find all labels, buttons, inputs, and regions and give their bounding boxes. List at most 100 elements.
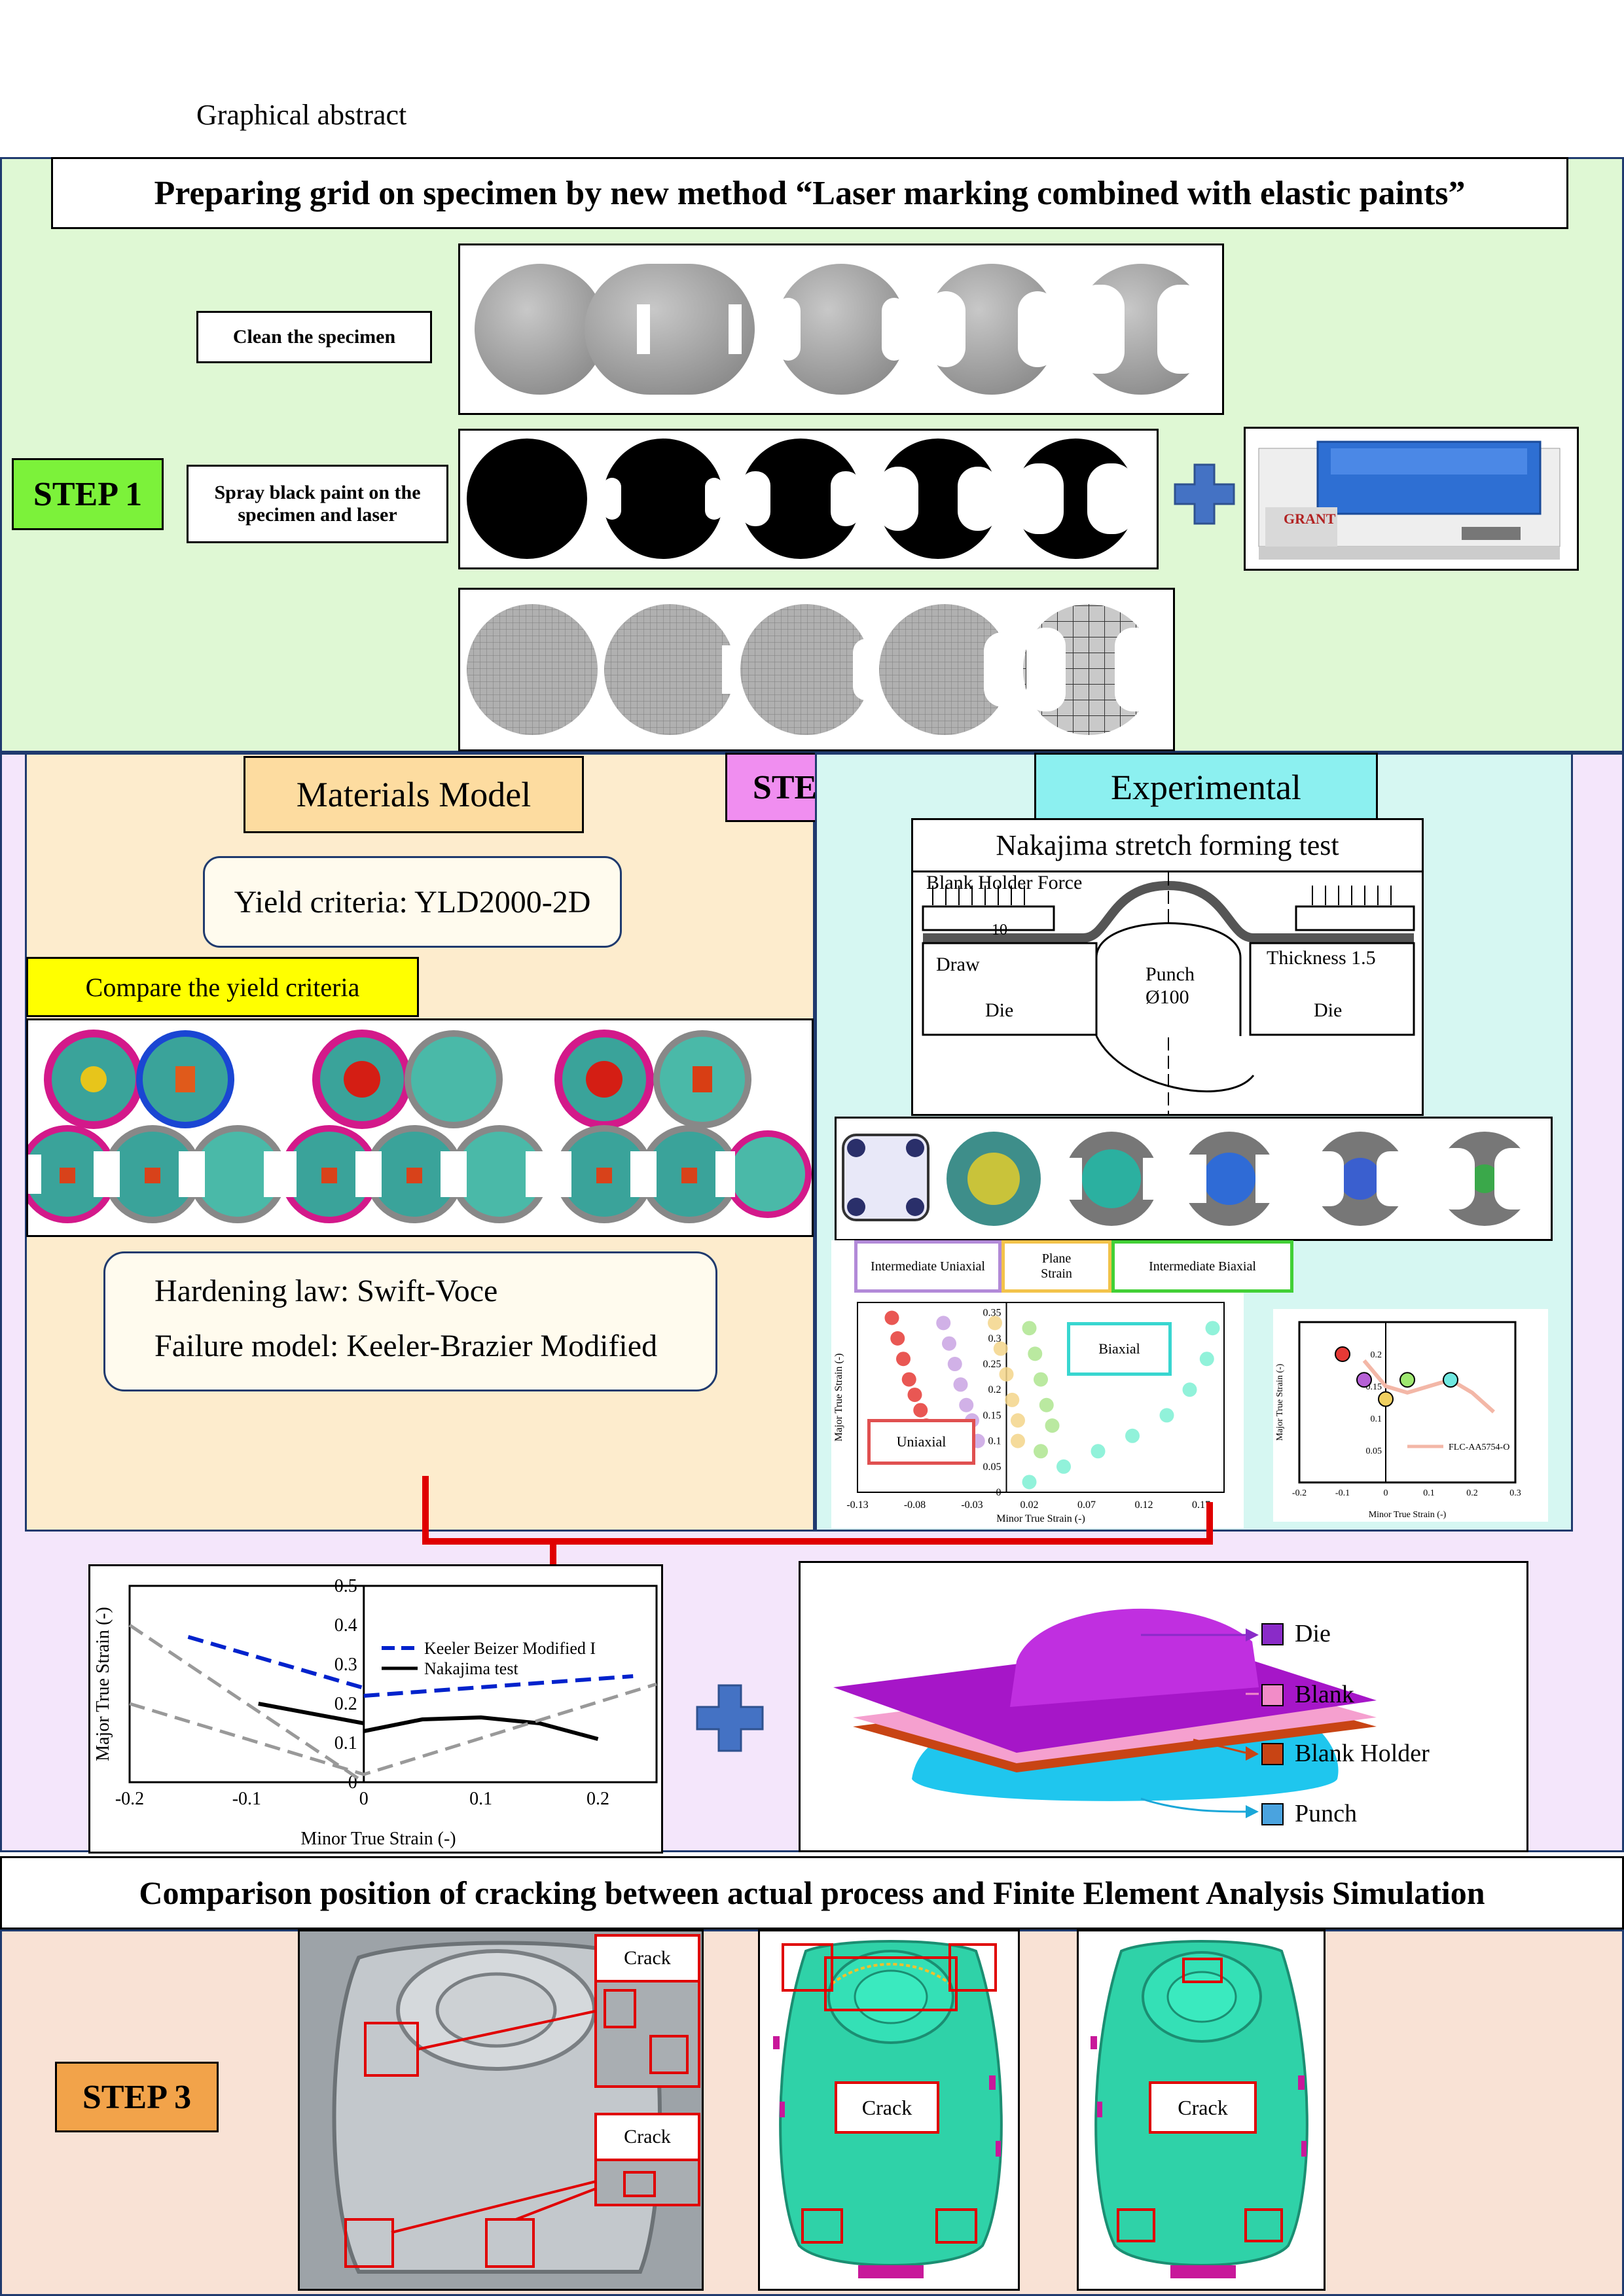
crack-marker [1117, 2208, 1155, 2242]
x-tick-label: -0.08 [904, 1499, 926, 1511]
graphical-abstract-label: Graphical abstract [196, 99, 407, 131]
data-point [1356, 1372, 1372, 1388]
crack-marker [801, 2208, 843, 2244]
x-tick-label: -0.1 [1335, 1488, 1350, 1498]
y-tick-label: 0.05 [1366, 1446, 1382, 1456]
data-point [1056, 1459, 1071, 1474]
nakajima-simulation-images [835, 1117, 1553, 1241]
crack-zoom-1: Crack [594, 1934, 700, 2088]
crack-label-2: Crack [597, 2115, 698, 2161]
painted-specimens-row [458, 429, 1159, 569]
data-point [1125, 1428, 1140, 1443]
series-line [129, 1682, 657, 1776]
step3-badge: STEP 3 [55, 2062, 219, 2132]
data-point [1034, 1372, 1048, 1387]
data-point [1022, 1475, 1037, 1490]
y-tick-label: 0.1 [334, 1733, 357, 1753]
gridded-specimens [467, 604, 1154, 735]
plot-frame [128, 1585, 658, 1784]
y-tick-label: 0.1 [988, 1436, 1001, 1447]
hardening-law: Hardening law: Swift-Voce [154, 1274, 498, 1308]
x-axis-label: Minor True Strain (-) [300, 1829, 456, 1849]
data-point [953, 1377, 968, 1392]
y-tick-label: 0.3 [334, 1655, 357, 1675]
x-tick-label: -0.2 [115, 1789, 144, 1809]
y-tick-label: 0.05 [983, 1462, 1001, 1473]
y-tick-label: 0.1 [1371, 1414, 1382, 1424]
x-tick-label: 0.17 [1192, 1499, 1210, 1511]
step3-title: Comparison position of cracking between … [0, 1856, 1624, 1929]
x-axis-label: Minor True Strain (-) [1369, 1510, 1447, 1520]
series-line [128, 1623, 365, 1784]
y-tick-label: 0.3 [988, 1333, 1001, 1344]
data-point [1199, 1352, 1214, 1367]
y-tick-label: 0.2 [1371, 1350, 1382, 1360]
die-left-label: Die [985, 999, 1013, 1021]
nakajima-title: Nakajima stretch forming test [913, 820, 1422, 872]
laser-machine-photo: GRANT [1244, 427, 1579, 571]
sim-row2 [18, 1125, 812, 1223]
label-biaxial: Biaxial [1067, 1322, 1172, 1376]
data-point [896, 1352, 911, 1367]
label-uniaxial: Uniaxial [867, 1419, 975, 1465]
x-tick-label: 0.2 [586, 1789, 609, 1809]
punch-diameter-label: Ø100 [1146, 986, 1189, 1008]
x-tick-label: -0.13 [846, 1499, 868, 1511]
specimen-wide [585, 264, 755, 395]
data-point [936, 1316, 951, 1331]
step1-title: Preparing grid on specimen by new method… [51, 157, 1568, 229]
data-point [1011, 1413, 1025, 1428]
experimental-title: Experimental [1034, 753, 1378, 821]
clean-label: Clean the specimen [196, 311, 432, 363]
series-line [187, 1635, 365, 1690]
plus-icon [1174, 463, 1235, 525]
series-line [363, 1715, 599, 1741]
connector-line [422, 1476, 1213, 1545]
y-tick-label: 0.4 [334, 1615, 357, 1636]
legend-flc: FLC-AA5754-O [1449, 1443, 1509, 1452]
data-point [947, 1357, 962, 1372]
thickness-label: Thickness 1.5 [1267, 947, 1376, 969]
y-tick-label: 0.25 [983, 1359, 1001, 1370]
data-point [1039, 1397, 1054, 1412]
step1-badge: STEP 1 [12, 458, 164, 530]
plot-frame [857, 1302, 1225, 1493]
x-tick-label: 0.1 [469, 1789, 492, 1809]
materials-title: Materials Model [244, 756, 584, 833]
crack-marker [935, 2208, 977, 2244]
tooling-model: Die Blank Blank Holder Punch [799, 1561, 1528, 1852]
x-tick-label: 0 [359, 1789, 369, 1809]
clean-specimens [475, 264, 1206, 395]
simulation-result-2 [1077, 1929, 1326, 2291]
crack-marker [344, 2218, 394, 2268]
sim-row1 [44, 1030, 751, 1129]
nakajima-drawing: Blank Holder Force 10 Draw Punch Ø100 Th… [922, 872, 1415, 1115]
blank-holder-label: Blank Holder [1295, 1740, 1430, 1767]
gridded-specimens-row [458, 588, 1175, 751]
data-point [884, 1310, 899, 1325]
crack-label-4: Crack [1149, 2081, 1257, 2134]
draw-label: Draw [936, 954, 980, 975]
data-point [1005, 1392, 1020, 1407]
specimen-medium [776, 264, 907, 395]
painted-full [467, 439, 587, 559]
data-point [959, 1397, 974, 1412]
tooling-model-svg: Die Blank Blank Holder Punch [833, 1608, 1430, 1827]
label-intermediate-uniaxial: Intermediate Uniaxial [854, 1240, 1001, 1293]
data-point [901, 1372, 916, 1387]
blank-label: Blank [1295, 1681, 1354, 1708]
x-tick-label: 0.1 [1423, 1488, 1435, 1498]
plot-frame [1298, 1321, 1517, 1484]
hardening-failure-box: Hardening law: Swift-Voce Failure model:… [103, 1251, 717, 1391]
data-point [942, 1336, 956, 1351]
data-point [1443, 1372, 1458, 1388]
yield-simulation-images [18, 1018, 814, 1237]
y-tick-label: 0.35 [983, 1308, 1001, 1319]
plus-icon-2 [696, 1684, 764, 1752]
data-point [1378, 1391, 1394, 1407]
series-line [258, 1702, 365, 1725]
y-axis-label: Major True Strain (-) [93, 1607, 113, 1761]
